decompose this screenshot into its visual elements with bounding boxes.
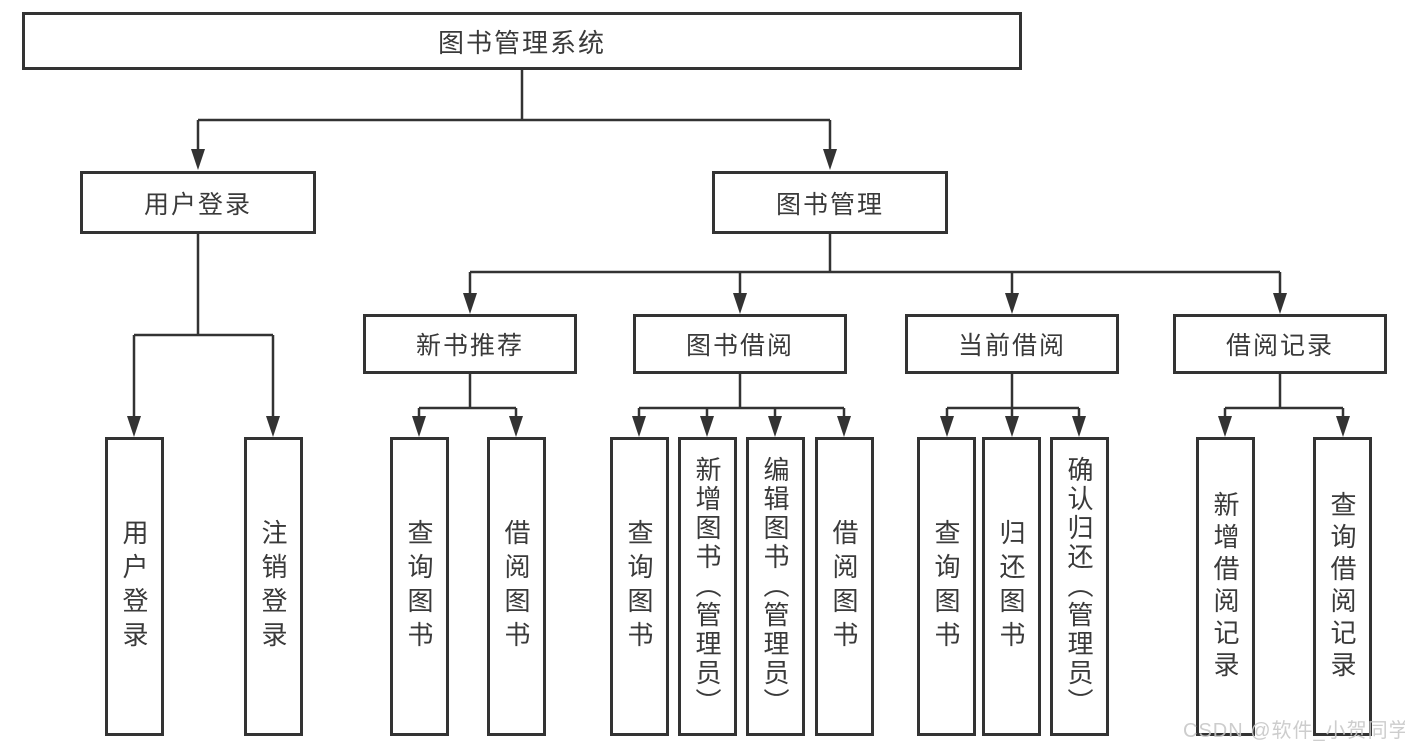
node-leaf-borrow-books-2: 借阅图书 xyxy=(815,437,874,736)
node-leaf-query-borrow-record: 查询借阅记录 xyxy=(1313,437,1372,736)
node-book-management: 图书管理 xyxy=(712,171,948,234)
node-user-login: 用户登录 xyxy=(80,171,316,234)
node-leaf-query-books-2: 查询图书 xyxy=(610,437,669,736)
node-leaf-confirm-return-admin: 确认归还（管理员） xyxy=(1050,437,1109,736)
csdn-watermark: CSDN @软件_小贺同学 xyxy=(1183,720,1405,742)
node-leaf-query-books-3: 查询图书 xyxy=(917,437,976,736)
node-new-book-recommend: 新书推荐 xyxy=(363,314,577,374)
node-leaf-add-borrow-record: 新增借阅记录 xyxy=(1196,437,1255,736)
node-leaf-add-book-admin: 新增图书（管理员） xyxy=(678,437,737,736)
node-leaf-borrow-books-1: 借阅图书 xyxy=(487,437,546,736)
node-leaf-logout-login: 注销登录 xyxy=(244,437,303,736)
node-leaf-edit-book-admin: 编辑图书（管理员） xyxy=(746,437,805,736)
node-library-management-system: 图书管理系统 xyxy=(22,12,1022,70)
node-borrow-records: 借阅记录 xyxy=(1173,314,1387,374)
node-leaf-return-book: 归还图书 xyxy=(982,437,1041,736)
node-leaf-user-login: 用户登录 xyxy=(105,437,164,736)
node-current-borrow: 当前借阅 xyxy=(905,314,1119,374)
node-leaf-query-books-1: 查询图书 xyxy=(390,437,449,736)
arrowheads xyxy=(127,149,1350,437)
node-book-borrow: 图书借阅 xyxy=(633,314,847,374)
